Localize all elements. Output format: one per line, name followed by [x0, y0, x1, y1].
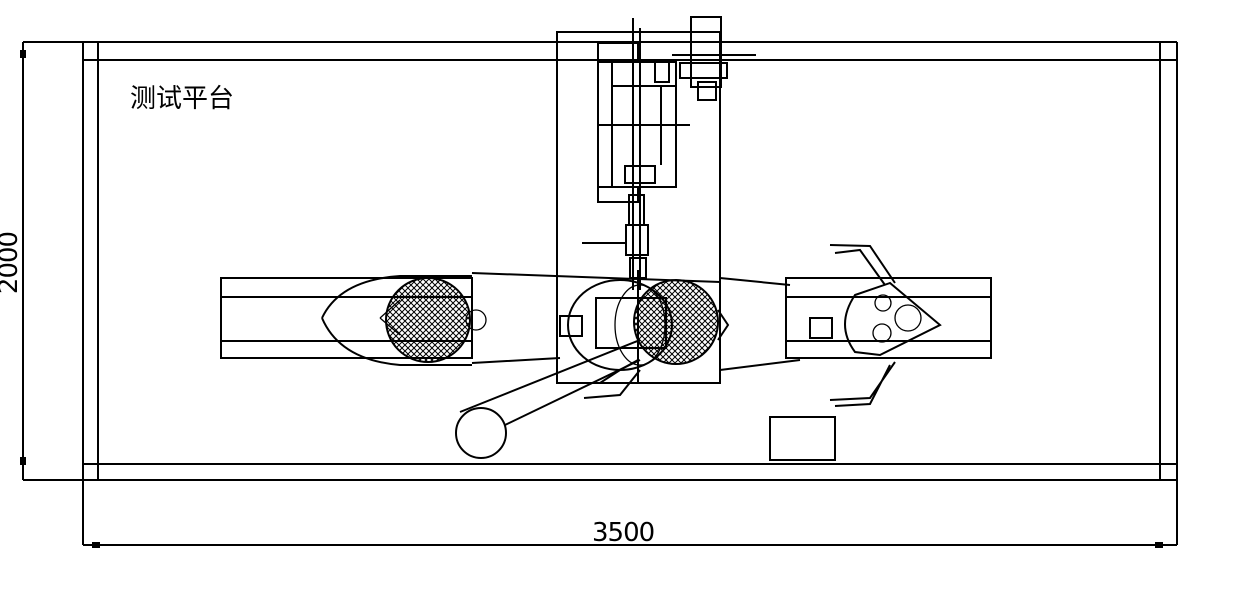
- platform-title: 测试平台: [130, 84, 235, 114]
- dimension-lines: [20, 50, 1177, 548]
- center-joint: [559, 277, 801, 399]
- control-box: [769, 416, 836, 461]
- right-track: [785, 244, 992, 407]
- platform-frame: [22, 41, 1178, 545]
- height-dimension-label: 2000: [0, 231, 25, 295]
- crank-arm: [455, 339, 641, 459]
- width-dimension-label: 3500: [592, 518, 655, 548]
- motor-assembly: [582, 16, 756, 290]
